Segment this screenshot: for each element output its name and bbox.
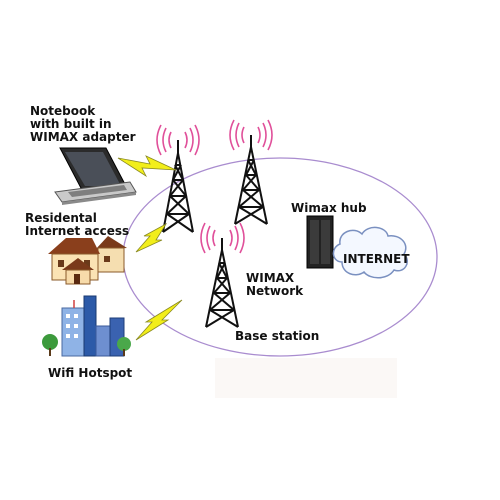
notebook-label: Notebook with built in WIMAX adapter [30, 104, 136, 144]
signal-waves-1 [156, 124, 200, 156]
server-cabinet-icon [306, 215, 334, 269]
faint-box [215, 358, 397, 398]
tower-3 [205, 238, 239, 328]
signal-waves-2 [229, 119, 273, 151]
wimax-network-label: WIMAX Network [246, 271, 304, 298]
tower-1 [162, 140, 194, 233]
wimax-hub-label: Wimax hub [291, 201, 367, 215]
houses-icon [48, 236, 127, 285]
base-station-label: Base station [235, 329, 320, 343]
lightning-bolt-1 [117, 155, 177, 178]
cloud-icon [332, 226, 408, 279]
tower-2 [234, 135, 268, 225]
wifi-hotspot-label: Wifi Hotspot [48, 366, 133, 380]
notebook-icon [54, 147, 137, 205]
signal-waves-3 [200, 222, 245, 254]
city-icon [42, 295, 131, 357]
lightning-bolt-3 [135, 299, 183, 341]
lightning-bolt-2 [135, 222, 168, 253]
internet-label: INTERNET [343, 252, 410, 266]
residential-label: Residental Internet access [25, 211, 130, 238]
